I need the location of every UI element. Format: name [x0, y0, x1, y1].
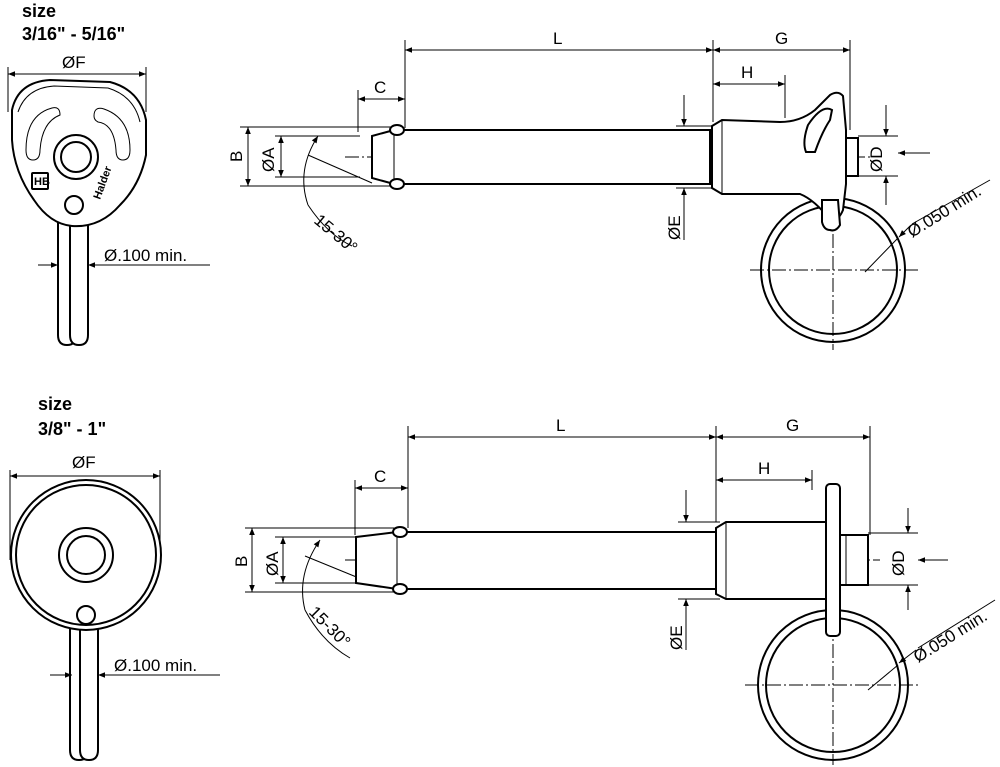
dim-F-top: ØF: [62, 53, 86, 72]
end-view-large: ØF Ø.100 min.: [9, 453, 220, 762]
dim-hole-bottom: Ø.100 min.: [114, 656, 197, 675]
size-label-top: size: [22, 1, 56, 21]
angle-bottom: 15-30°: [305, 602, 354, 651]
dim-E-bottom: ØE: [667, 625, 686, 650]
dim-ring-bottom: Ø.050 min.: [910, 606, 991, 666]
angle-top: 15-30°: [310, 211, 361, 258]
side-view-small: L G H C B ØA 15-30° ØE: [227, 29, 991, 350]
dim-H-bottom: H: [758, 459, 770, 478]
size-range-bottom: 3/8" - 1": [38, 419, 106, 439]
dim-D-top: ØD: [867, 147, 886, 173]
logo-mark-top: HB: [34, 176, 50, 188]
dim-C-top: C: [374, 78, 386, 97]
end-view-small: ØF HB Halder Ø.100 min.: [7, 53, 210, 347]
dim-B-top: B: [227, 151, 246, 162]
size-range-top: 3/16" - 5/16": [22, 24, 125, 44]
dim-A-bottom: ØA: [263, 551, 282, 576]
side-view-large: L G H C B ØA 15-30° ØE: [232, 416, 996, 765]
dim-B-bottom: B: [232, 556, 251, 567]
dim-H-top: H: [741, 63, 753, 82]
dim-ring-top: Ø.050 min.: [904, 181, 985, 241]
dim-D-bottom: ØD: [889, 551, 908, 577]
dim-G-bottom: G: [786, 416, 799, 435]
dim-hole-top: Ø.100 min.: [104, 246, 187, 265]
dim-L-bottom: L: [556, 416, 565, 435]
dim-E-top: ØE: [665, 215, 684, 240]
dim-G-top: G: [775, 29, 788, 48]
dim-A-top: ØA: [259, 147, 278, 172]
dim-C-bottom: C: [374, 467, 386, 486]
dim-F-bottom: ØF: [72, 453, 96, 472]
dim-L-top: L: [553, 29, 562, 48]
size-label-bottom: size: [38, 394, 72, 414]
